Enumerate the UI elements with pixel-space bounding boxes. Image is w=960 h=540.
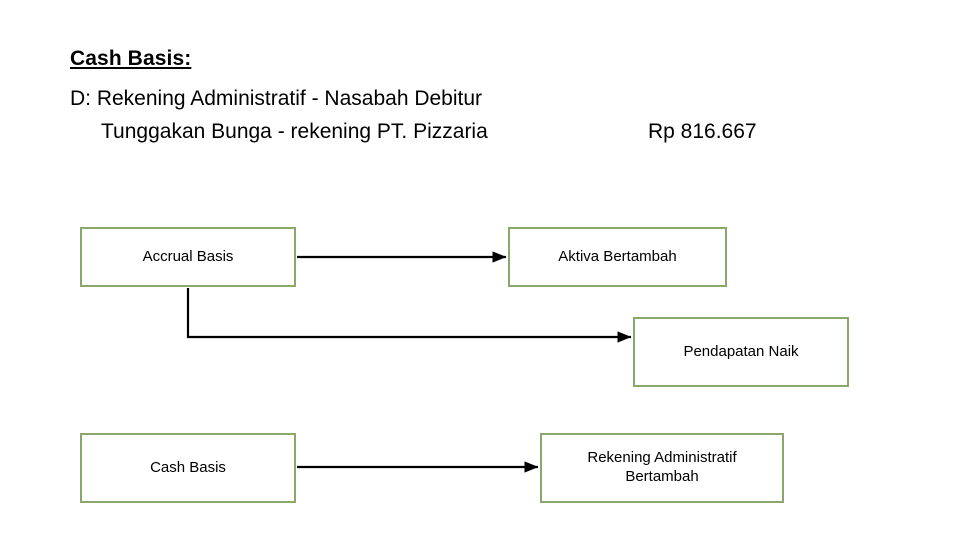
journal-entry-amount: Rp 816.667 xyxy=(648,120,757,143)
journal-entry-line-debit: D: Rekening Administratif - Nasabah Debi… xyxy=(70,87,483,110)
node-rekening-administratif-bertambah[interactable]: Rekening Administratif Bertambah xyxy=(540,433,784,503)
node-pendapatan-naik[interactable]: Pendapatan Naik xyxy=(633,317,849,387)
node-rekening-administratif-bertambah-label: Rekening Administratif Bertambah xyxy=(587,449,737,485)
node-accrual-basis-label: Accrual Basis xyxy=(142,247,234,265)
node-aktiva-bertambah[interactable]: Aktiva Bertambah xyxy=(508,227,727,287)
journal-entry-line-account: Tunggakan Bunga - rekening PT. Pizzaria xyxy=(101,120,488,143)
node-cash-basis-label: Cash Basis xyxy=(150,458,226,476)
edge-accrual-to-pendapatan xyxy=(186,288,632,343)
node-pendapatan-naik-label: Pendapatan Naik xyxy=(683,342,799,360)
page-title: Cash Basis: xyxy=(70,47,192,70)
node-cash-basis[interactable]: Cash Basis xyxy=(80,433,296,503)
node-aktiva-bertambah-label: Aktiva Bertambah xyxy=(558,247,677,265)
node-accrual-basis[interactable]: Accrual Basis xyxy=(80,227,296,287)
